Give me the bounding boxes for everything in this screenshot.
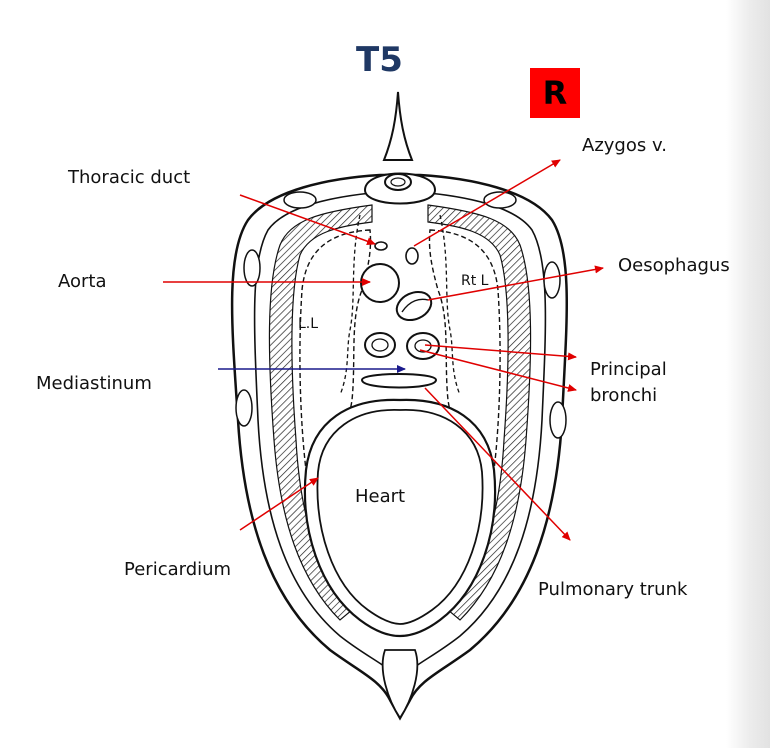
heart-shape xyxy=(316,409,484,625)
mediastinum-outline xyxy=(339,214,361,396)
sternum xyxy=(381,649,419,720)
vertebral-canal-inner xyxy=(390,177,406,187)
label-principal-bronchi-2: bronchi xyxy=(590,385,658,406)
left-principal-bronchus-lumen xyxy=(371,338,389,352)
left-pleura xyxy=(268,204,373,621)
rib xyxy=(283,191,317,209)
azygos-vein xyxy=(405,247,419,265)
mediastinum-outline xyxy=(439,214,461,396)
azygos-pointer xyxy=(413,159,561,247)
pericardium-pointer xyxy=(239,477,319,531)
oesophagus-pointer xyxy=(427,265,604,301)
label-heart: Heart xyxy=(355,486,406,507)
label-pericardium: Pericardium xyxy=(124,559,232,580)
rib xyxy=(543,261,561,299)
label-thoracic-duct: Thoracic duct xyxy=(68,167,191,188)
right-side-marker: R xyxy=(530,68,580,118)
label-aorta: Aorta xyxy=(58,271,107,292)
right-pleura xyxy=(427,204,532,621)
bronchi-pointer xyxy=(424,344,577,361)
rib xyxy=(235,389,253,427)
page-edge-shadow xyxy=(726,0,770,748)
label-oesophagus: Oesophagus xyxy=(618,255,730,276)
label-right-lung: Rt L xyxy=(461,273,489,289)
rib xyxy=(549,401,567,439)
thoracic-duct xyxy=(374,241,388,251)
label-pulmonary-trunk: Pulmonary trunk xyxy=(538,579,688,600)
label-azygos: Azygos v. xyxy=(582,135,667,156)
thoracic-duct-pointer xyxy=(239,194,376,246)
label-principal-bronchi-1: Principal xyxy=(590,359,667,380)
aorta xyxy=(360,263,400,303)
vertebral-level-title: T5 xyxy=(356,40,403,80)
pulmonary-trunk-shape xyxy=(360,373,438,389)
pulmonary-trunk-pointer xyxy=(424,387,571,541)
bronchi-pointer xyxy=(419,349,577,392)
rib xyxy=(483,191,517,209)
label-mediastinum: Mediastinum xyxy=(36,373,152,394)
oesophagus-lumen xyxy=(401,298,429,313)
label-left-lung: L.L xyxy=(298,316,319,332)
spinous-process xyxy=(382,91,414,161)
rib xyxy=(243,249,261,287)
